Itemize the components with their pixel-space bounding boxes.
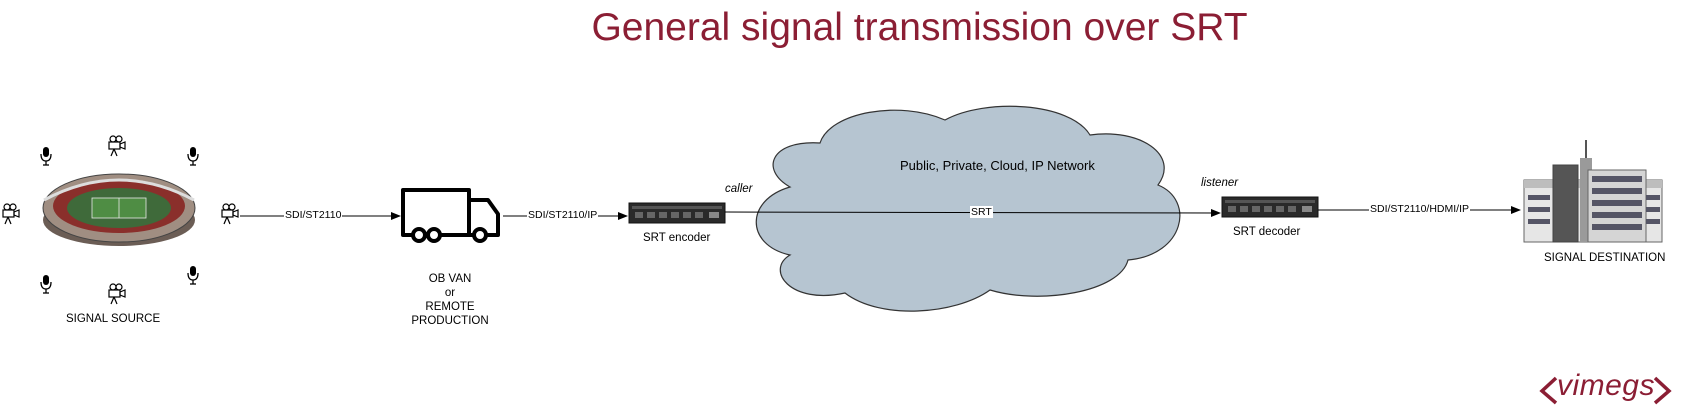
- caller-label: caller: [725, 183, 753, 195]
- ob-van-line-1: OB VAN: [428, 273, 472, 285]
- microphone-icon: [187, 146, 199, 166]
- link-label-sdi-st2110: SDI/ST2110: [284, 209, 343, 221]
- link-label-sdi-st2110-hdmi-ip: SDI/ST2110/HDMI/IP: [1369, 203, 1471, 215]
- vimegs-logo: vimegs: [1556, 369, 1655, 402]
- ob-van-line-4: PRODUCTION: [411, 315, 489, 327]
- network-cloud: [755, 105, 1181, 312]
- stadium-image: [42, 173, 196, 246]
- truck-icon: [401, 188, 500, 243]
- listener-label: listener: [1201, 177, 1239, 189]
- camera-icon: [221, 203, 239, 225]
- microphone-icon: [40, 274, 52, 294]
- camera-icon: [2, 203, 20, 225]
- srt-encoder-device: [628, 202, 726, 224]
- srt-decoder-device: [1221, 196, 1319, 218]
- network-label: Public, Private, Cloud, IP Network: [900, 158, 1095, 173]
- srt-encoder-label: SRT encoder: [643, 232, 711, 244]
- building-image: [1523, 140, 1663, 243]
- microphone-icon: [187, 265, 199, 285]
- srt-decoder-label: SRT decoder: [1233, 226, 1301, 238]
- camera-icon: [108, 135, 126, 157]
- link-label-srt: SRT: [970, 206, 993, 218]
- microphone-icon: [40, 146, 52, 166]
- diagram-title: General signal transmission over SRT: [591, 6, 1248, 49]
- logo-left-chevron: [1539, 376, 1558, 405]
- ob-van-line-2: or: [444, 287, 456, 299]
- camera-icon: [108, 283, 126, 305]
- ob-van-line-3: REMOTE: [425, 301, 475, 313]
- ob-van-label: OB VAN or REMOTE PRODUCTION: [400, 272, 500, 328]
- link-label-sdi-st2110-ip: SDI/ST2110/IP: [527, 209, 599, 221]
- logo-right-chevron: [1653, 376, 1672, 405]
- signal-source-label: SIGNAL SOURCE: [66, 313, 161, 325]
- signal-destination-label: SIGNAL DESTINATION: [1544, 252, 1666, 264]
